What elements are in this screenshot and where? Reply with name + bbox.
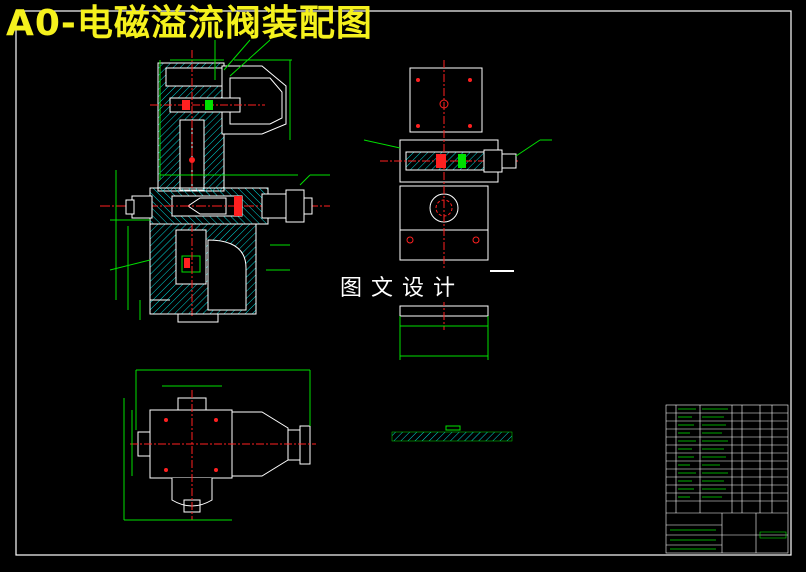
top-view — [123, 369, 316, 521]
main-section-view — [100, 39, 330, 323]
watermark-rule — [490, 270, 514, 272]
parts-list-table — [665, 404, 789, 554]
watermark-text: 图文设计 — [336, 270, 469, 302]
technical-notes — [391, 425, 513, 442]
side-view — [363, 60, 552, 360]
drawing-title: A0-电磁溢流阀装配图 — [6, 3, 373, 44]
parts-list-entries — [670, 408, 728, 550]
drawing-border — [15, 10, 792, 556]
